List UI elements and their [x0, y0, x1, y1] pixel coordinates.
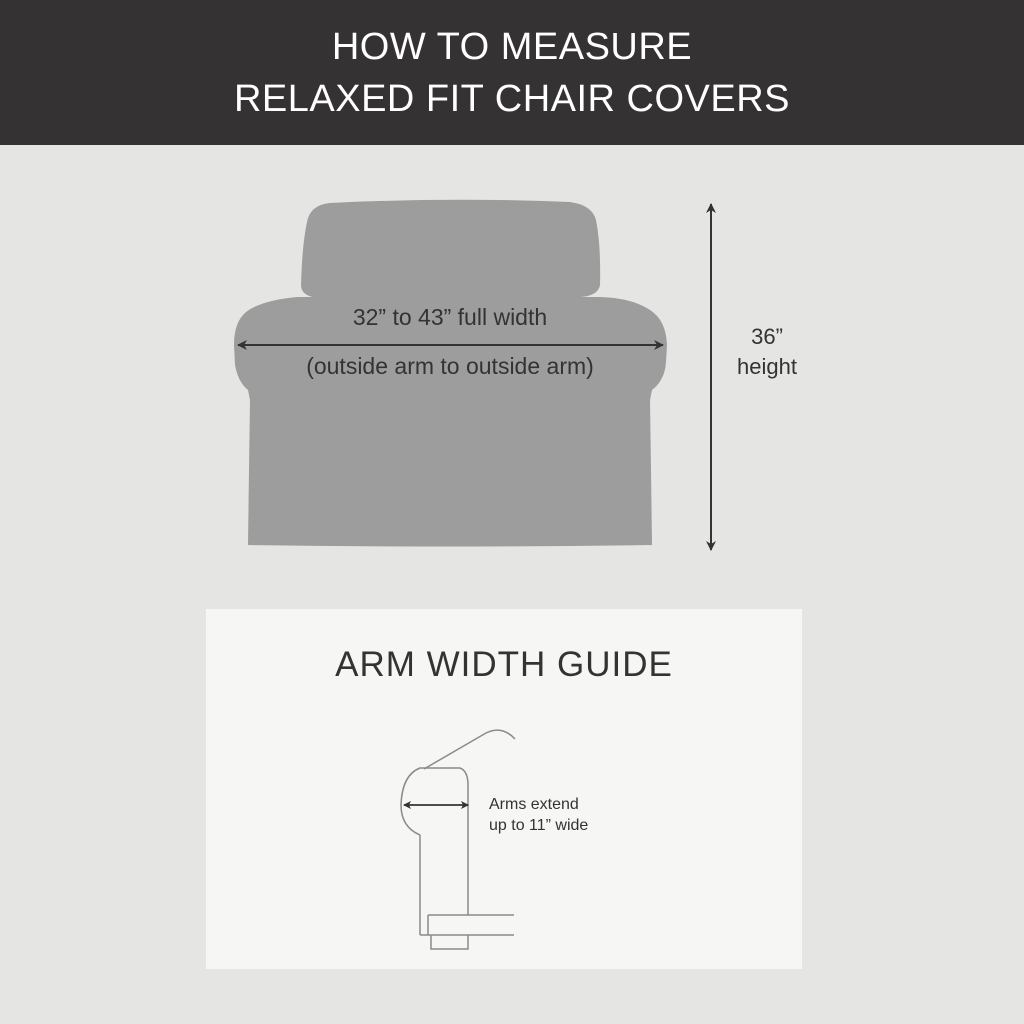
height-label: 36” height: [712, 322, 822, 382]
header-banner: HOW TO MEASURE RELAXED FIT CHAIR COVERS: [0, 0, 1024, 145]
arm-profile-drawing: [400, 729, 516, 950]
arm-width-guide-panel: ARM WIDTH GUIDE Arms extend up to 11” wi…: [206, 609, 802, 969]
arm-base-outline: [420, 914, 514, 950]
arm-backrest-line: [423, 729, 516, 770]
arm-note-line-2: up to 11” wide: [489, 817, 589, 834]
width-label: 32” to 43” full width: [352, 304, 548, 330]
arm-guide-title: ARM WIDTH GUIDE: [335, 645, 673, 684]
arm-roll-outline: [400, 767, 469, 915]
page-title-line-2: RELAXED FIT CHAIR COVERS: [233, 77, 791, 120]
arm-note-line-1: Arms extend: [489, 796, 579, 813]
height-word: height: [737, 354, 797, 379]
width-sublabel: (outside arm to outside arm): [306, 353, 594, 379]
chair-body: [234, 297, 667, 547]
chair-back-cushion: [301, 199, 601, 298]
height-value: 36”: [751, 324, 783, 349]
page-title-line-1: HOW TO MEASURE: [331, 25, 693, 68]
arm-width-note: Arms extend up to 11” wide: [489, 794, 588, 836]
